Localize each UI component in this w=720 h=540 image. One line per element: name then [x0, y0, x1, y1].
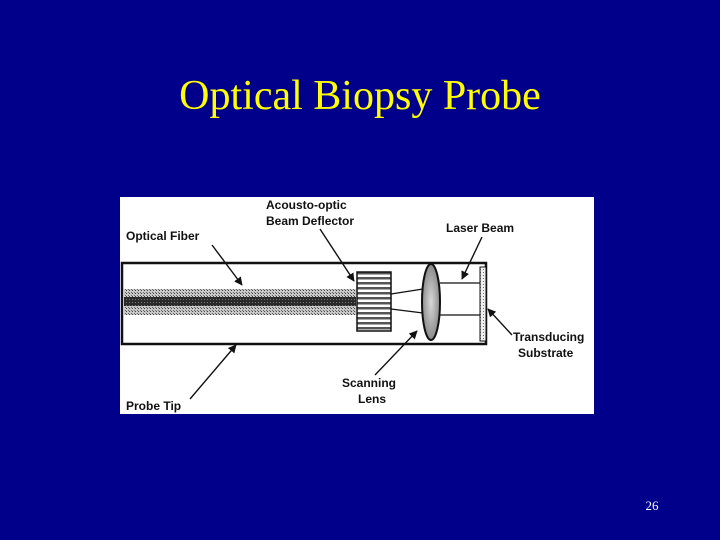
label-probe-tip: Probe Tip [126, 399, 181, 413]
beam-deflector [356, 271, 392, 332]
optical-fiber-core [124, 297, 356, 306]
label-lens-line1: Scanning [342, 376, 396, 390]
label-optical-fiber: Optical Fiber [126, 229, 200, 243]
label-deflector-line2: Beam Deflector [266, 214, 354, 228]
scanning-lens [421, 263, 441, 341]
arrow-scanning-lens [374, 330, 418, 376]
label-laser-beam: Laser Beam [446, 221, 514, 235]
arrow-laser-beam [461, 236, 483, 280]
beam-ray-lower [390, 308, 424, 314]
label-substrate-line1: Transducing [513, 330, 584, 344]
label-lens-line2: Lens [358, 392, 386, 406]
beam-ray-upper [390, 288, 424, 295]
label-substrate-line2: Substrate [518, 346, 574, 360]
transducing-substrate [479, 266, 487, 342]
page-number: 26 [645, 498, 659, 513]
slide-title: Optical Biopsy Probe [179, 73, 541, 119]
arrow-beam-deflector [319, 228, 355, 282]
label-deflector-line1: Acousto-optic [266, 198, 347, 212]
arrow-optical-fiber [211, 244, 243, 286]
arrow-transducing-substrate [487, 308, 513, 336]
probe-diagram-svg: Optical Fiber Acousto-optic Beam Deflect… [120, 198, 584, 413]
probe-diagram: Optical Fiber Acousto-optic Beam Deflect… [120, 197, 594, 414]
arrow-probe-tip [189, 344, 237, 400]
